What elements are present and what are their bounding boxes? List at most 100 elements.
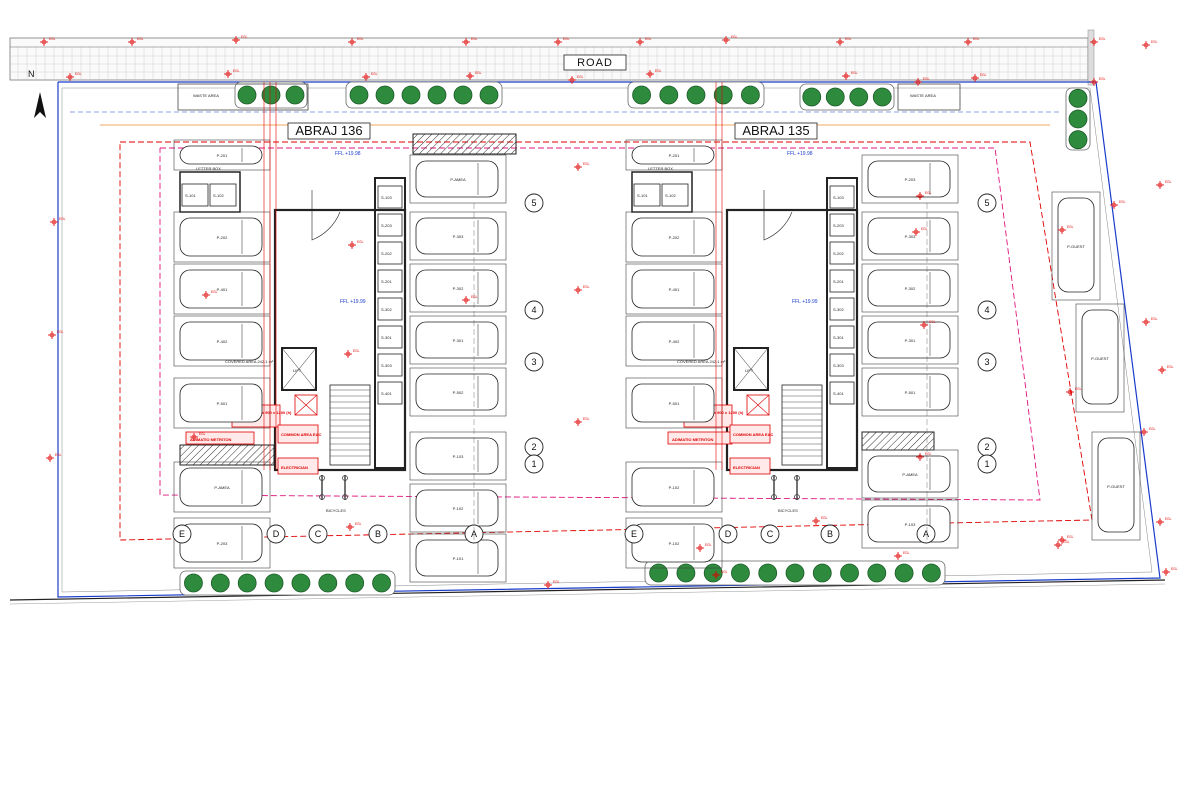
level-marker: EGL [344,349,360,358]
parking-label: P-103 [453,454,464,459]
storage-unit: S-401 [377,381,403,405]
level-marker-label: EGL [199,432,206,436]
parking-label: P-102 [453,506,464,511]
planter [799,83,895,111]
level-marker: EGL [1142,40,1158,49]
bicycles-label: BICYCLES [778,508,798,513]
level-marker-label: EGL [75,72,82,76]
tree-icon [825,87,845,107]
storage-label: S-401 [381,391,392,396]
planter [1065,87,1091,151]
parking-space: P-202 [173,211,271,263]
level-marker: EGL [636,37,652,46]
parking-label: P-AMEA [450,177,466,182]
tree-icon [291,573,311,593]
level-marker: EGL [894,551,910,560]
level-marker: EGL [574,162,590,171]
level-marker: EGL [812,516,828,525]
tree-icon [649,563,669,583]
car-icon [179,383,263,423]
level-marker-label: EGL [1099,37,1106,41]
tree-icon [872,87,892,107]
level-marker: EGL [50,217,66,226]
car-icon [1081,309,1119,405]
level-marker: EGL [916,191,932,200]
level-marker-label: EGL [925,452,932,456]
tree-icon [713,85,733,105]
level-marker-label: EGL [973,37,980,41]
car-icon [179,145,263,165]
storage-unit: S-101 [633,183,661,207]
covered-area-label: COVERED AREA 242.1 m² [677,359,726,364]
parking-label: P-201 [217,153,228,158]
level-marker-label: EGL [471,295,478,299]
storage-label: S-203 [381,223,392,228]
grid-marker: 4 [524,300,544,320]
car-icon [631,321,715,361]
car-icon [631,383,715,423]
parking-label: P-102 [669,485,680,490]
parking-label: P-GUEST [1107,484,1125,489]
level-marker: EGL [1158,365,1174,374]
parking-space: P-401 [625,263,723,315]
common-area-label: COMMON AREA EAC [733,432,773,437]
parking-space: P-GUEST [1051,191,1101,301]
grid-marker: 5 [977,193,997,213]
level-marker: EGL [362,72,378,81]
bicycles-label: BICYCLES [326,508,346,513]
car-icon [179,321,263,361]
level-marker-label: EGL [357,240,364,244]
storage-unit: S-301 [829,325,855,349]
level-marker: EGL [348,37,364,46]
storage-unit: S-302 [377,297,403,321]
level-marker: EGL [202,290,218,299]
parking-space: P-103 [409,431,507,481]
grid-marker-label: A [471,529,477,539]
level-marker: EGL [914,77,930,86]
parking-label: P-GUEST [1067,244,1085,249]
letter-box-label: LETTER BOX [648,166,673,171]
level-marker: EGL [836,37,852,46]
grid-marker-label: D [273,529,280,539]
parking-space: P-AMEA [173,461,271,513]
car-icon [867,160,951,198]
level-marker-label: EGL [1165,517,1172,521]
car-icon [631,217,715,257]
grid-marker-label: B [375,529,381,539]
tree-icon [401,85,421,105]
common-area-label: COMMON AREA EAC [281,432,321,437]
storage-label: S-101 [185,193,196,198]
level-marker-label: EGL [355,522,362,526]
tree-icon [758,563,778,583]
level-marker-label: EGL [1063,540,1070,544]
level-marker: EGL [696,543,712,552]
level-marker-label: EGL [655,69,662,73]
storage-unit: S-301 [377,325,403,349]
car-icon [1097,437,1135,533]
level-marker-label: EGL [353,349,360,353]
level-marker-label: EGL [211,290,218,294]
grid-marker-label: 4 [984,305,989,315]
parking-label: P-301 [905,338,916,343]
ffl-label-upper: FFL +19.98 [335,151,361,157]
tree-icon [731,563,750,583]
level-marker: EGL [1156,517,1172,526]
storage-label: S-103 [381,195,392,200]
grid-marker: 1 [977,454,997,474]
level-marker-label: EGL [1151,317,1158,321]
storage-unit: S-401 [829,381,855,405]
tree-icon [261,85,281,105]
storage-label: S-401 [833,391,844,396]
metriton-label: ADIMATIO METRITON [190,437,232,442]
grid-marker: 3 [524,352,544,372]
parking-space: P-203 [173,517,271,569]
level-marker: EGL [920,320,936,329]
car-icon [867,373,951,411]
level-marker: EGL [916,452,932,461]
parking-label: P-101 [453,556,464,561]
storage-unit: S-302 [829,297,855,321]
level-marker: EGL [568,75,584,84]
storage-unit: S-202 [829,241,855,265]
